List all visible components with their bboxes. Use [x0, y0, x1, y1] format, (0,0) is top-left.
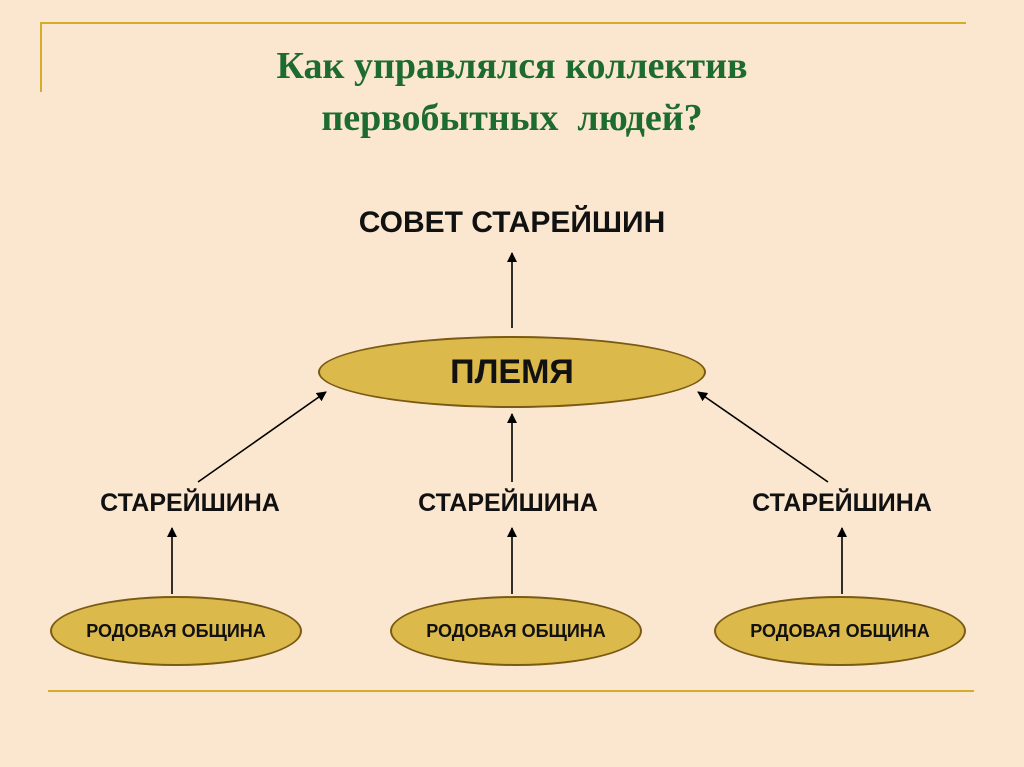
clan-community-label-2: РОДОВАЯ ОБЩИНА: [426, 620, 606, 641]
clan-community-node-3: РОДОВАЯ ОБЩИНА: [714, 596, 966, 666]
clan-community-label-3: РОДОВАЯ ОБЩИНА: [750, 620, 930, 641]
elder-label-3: СТАРЕЙШИНА: [752, 489, 932, 517]
slide-title: Как управлялся коллектив первобытных люд…: [0, 40, 1024, 144]
slide-title-line-2: первобытных людей?: [321, 97, 703, 139]
bottom-rule-line: [48, 690, 974, 692]
tribe-node: ПЛЕМЯ: [318, 336, 706, 408]
left-rule-line: [40, 22, 42, 92]
top-rule-line: [40, 22, 966, 24]
council-of-elders-label: СОВЕТ СТАРЕЙШИН: [358, 206, 666, 239]
clan-community-node-2: РОДОВАЯ ОБЩИНА: [390, 596, 642, 666]
elder-label-1: СТАРЕЙШИНА: [100, 489, 280, 517]
clan-community-label-1: РОДОВАЯ ОБЩИНА: [86, 620, 266, 641]
slide-title-line-1: Как управлялся коллектив: [276, 45, 748, 87]
clan-community-node-1: РОДОВАЯ ОБЩИНА: [50, 596, 302, 666]
arrow-elder-1-to-tribe: [197, 391, 327, 483]
arrow-elder-3-to-tribe: [697, 391, 829, 483]
tribe-label: ПЛЕМЯ: [450, 352, 574, 391]
elder-label-2: СТАРЕЙШИНА: [418, 489, 598, 517]
